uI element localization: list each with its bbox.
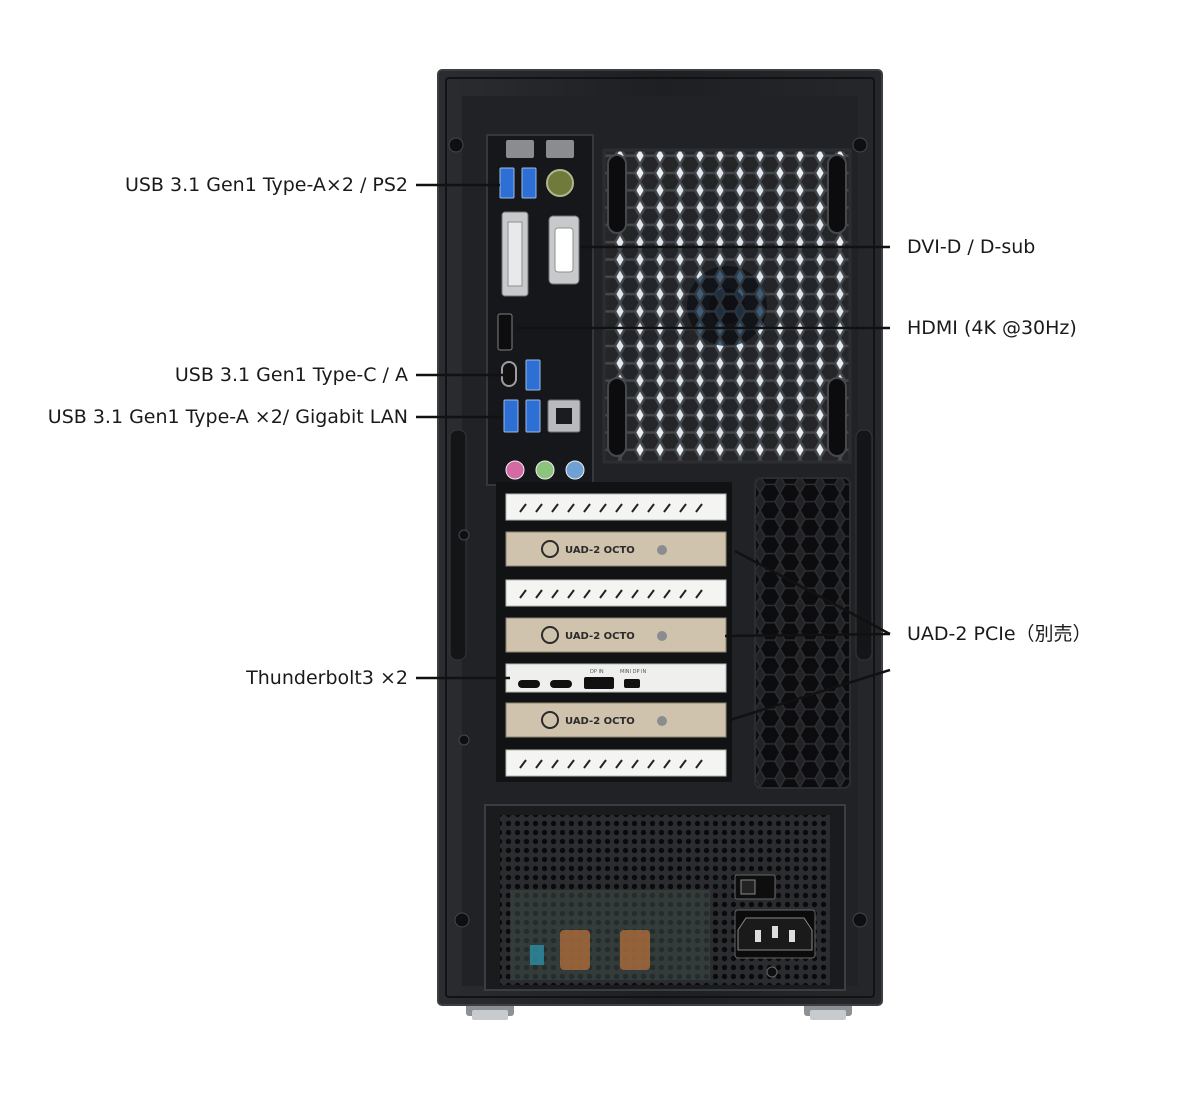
- uad-card-label: UAD-2 OCTO: [565, 545, 635, 556]
- pcie-bracket-uad: UAD-2 OCTO: [505, 531, 727, 567]
- pcie-bracket-blank: [505, 749, 727, 777]
- callout-lines: [416, 183, 891, 722]
- pcie-bracket-thunderbolt: DP IN MINI DP IN: [505, 663, 727, 693]
- side-vent-mesh: [754, 477, 851, 789]
- label-hdmi: HDMI (4K @30Hz): [907, 317, 1077, 339]
- label-usb-c-a: USB 3.1 Gen1 Type-C / A: [174, 364, 408, 386]
- uad-card-label: UAD-2 OCTO: [565, 716, 635, 727]
- pcie-bracket-blank: [505, 493, 727, 521]
- callout-line-uad-mid: [724, 632, 891, 638]
- pcie-bracket-blank: [505, 579, 727, 607]
- callout-line-uad-top: [734, 549, 891, 636]
- label-usb-a-ps2: USB 3.1 Gen1 Type-A×2 / PS2: [124, 174, 408, 196]
- dp-in-label: DP IN: [590, 669, 604, 675]
- mini-dp-in-label: MINI DP IN: [620, 669, 647, 675]
- power-supply: [484, 804, 846, 991]
- io-shield: [486, 134, 594, 486]
- label-dvi-dsub: DVI-D / D-sub: [907, 236, 1036, 258]
- label-usb-a-lan: USB 3.1 Gen1 Type-A ×2/ Gigabit LAN: [47, 406, 408, 428]
- label-thunderbolt3: Thunderbolt3 ×2: [246, 667, 408, 689]
- uad-card-label: UAD-2 OCTO: [565, 631, 635, 642]
- label-uad2-pcie: UAD-2 PCIe（別売）: [907, 623, 1092, 645]
- pcie-bracket-uad: UAD-2 OCTO: [505, 702, 727, 738]
- callout-line-uad-bottom: [729, 668, 891, 722]
- pcie-slot-area: UAD-2 OCTO UAD-2 OCTO: [496, 482, 732, 782]
- pcie-bracket-uad: UAD-2 OCTO: [505, 617, 727, 653]
- rear-fan-grille: [602, 148, 852, 464]
